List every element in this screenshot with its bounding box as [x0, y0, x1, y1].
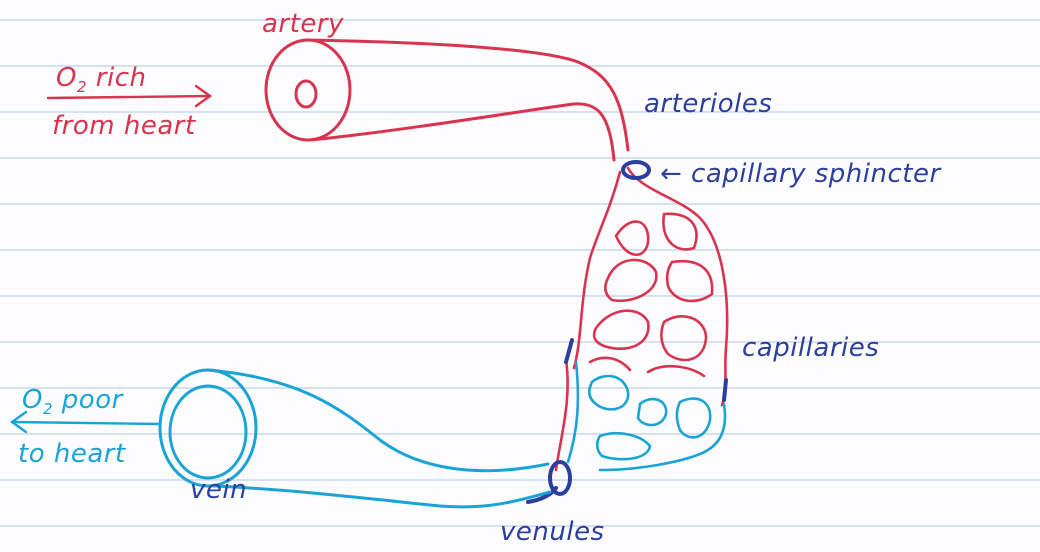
- capillary-sphincter-label: ← capillary sphincter: [660, 159, 942, 189]
- artery-label: artery: [262, 9, 344, 39]
- capillaries-label: capillaries: [742, 333, 879, 363]
- arrow-to-heart: [12, 412, 160, 432]
- sphincters: [528, 162, 726, 502]
- o2-rich-label: O2 rich: [56, 63, 146, 96]
- capillary-venous-part: [568, 362, 725, 470]
- capillary-bed: [556, 168, 727, 470]
- artery-opening: [266, 40, 350, 140]
- o2-poor-label: O2 poor: [22, 385, 125, 418]
- vein-label: vein: [190, 475, 247, 505]
- artery: [266, 40, 628, 160]
- artery-lumen: [296, 81, 316, 107]
- arterioles-label: arterioles: [644, 89, 772, 119]
- vein-opening-inner: [170, 386, 246, 478]
- capillary-sphincter-ring: [623, 162, 649, 178]
- from-heart-label: from heart: [52, 111, 196, 141]
- to-heart-label: to heart: [18, 439, 126, 469]
- venules-label: venules: [500, 517, 605, 547]
